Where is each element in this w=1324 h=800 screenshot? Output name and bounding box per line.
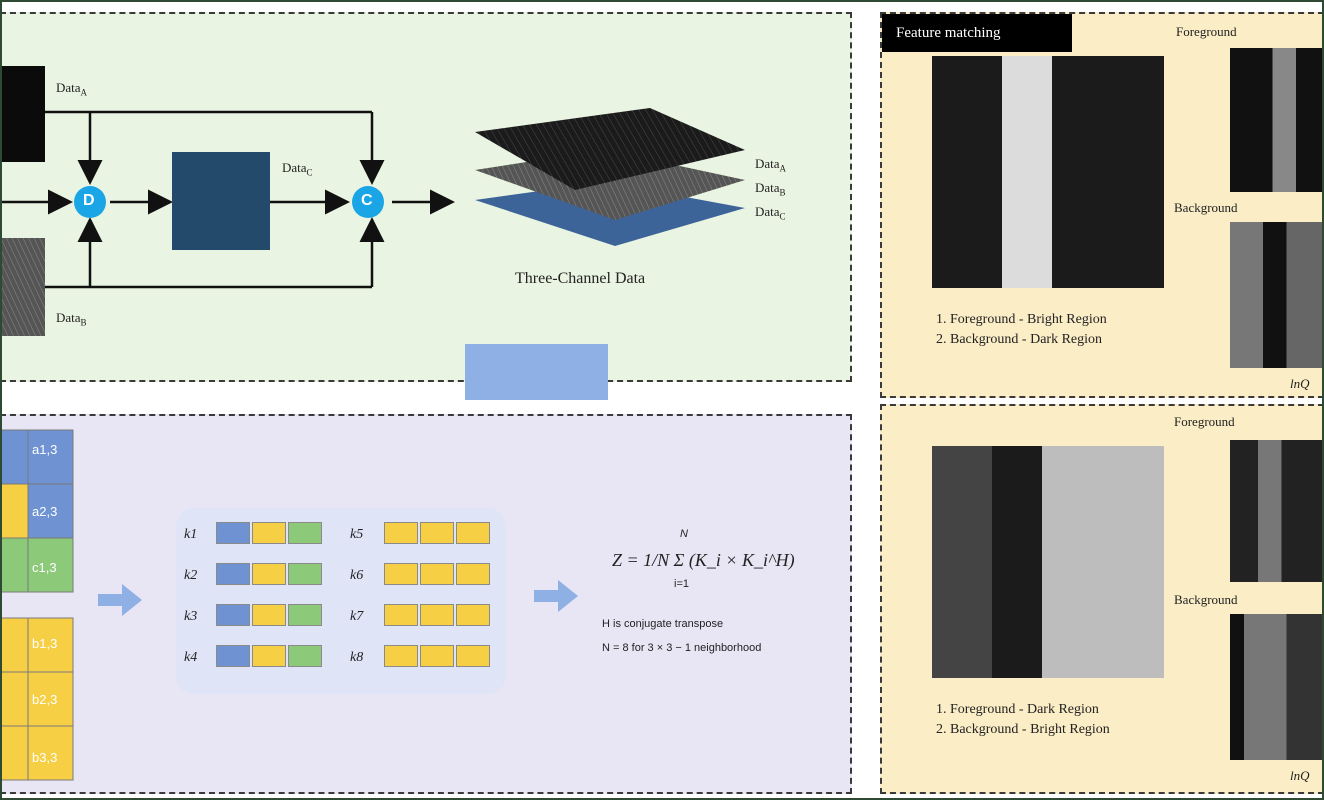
vector-cell: [252, 604, 286, 626]
vector-cell: [384, 563, 418, 585]
k-label-7: k7: [350, 609, 364, 624]
data-c-label: DataC: [282, 160, 313, 178]
sar-image-bright-fg: [932, 56, 1164, 288]
vector-cell: [216, 604, 250, 626]
layer-a: [475, 108, 745, 190]
vector-cell: [252, 563, 286, 585]
top-legend: 1. Foreground - Bright Region 2. Backgro…: [936, 310, 1107, 350]
formula-sum-lower: i=1: [674, 578, 689, 590]
concat-operator: [352, 186, 384, 218]
grid-label-a13: a1,3: [32, 442, 58, 457]
formula-sum-upper: N: [680, 528, 688, 540]
vector-cell: [456, 563, 490, 585]
bottom-legend: 1. Foreground - Dark Region 2. Backgroun…: [936, 700, 1110, 740]
vector-cell: [420, 563, 454, 585]
k-label-4: k4: [184, 650, 198, 665]
vector-cell: [420, 645, 454, 667]
top-legend-item-2: 2. Background - Dark Region: [936, 332, 1103, 347]
formula-note-2: N = 8 for 3 × 3 − 1 neighborhood: [602, 642, 762, 654]
grid-label-c13: c1,3: [32, 560, 57, 575]
k-label-3: k3: [184, 609, 198, 624]
vector-cell: [420, 522, 454, 544]
vector-cell: [288, 604, 322, 626]
foreground-label-top: Foreground: [1176, 24, 1237, 39]
concat-operator-label: C: [361, 192, 373, 209]
data-a-label: DataA: [56, 80, 88, 98]
background-label-top: Background: [1174, 200, 1238, 215]
data-c-block: [172, 152, 270, 250]
background-histogram-image-top: [1230, 222, 1324, 368]
covariance-diagram: [0, 429, 578, 781]
data-a-image: [0, 66, 45, 162]
covariance-formula: Z = 1/N Σ (K_i × K_i^H): [612, 550, 795, 570]
feature-matching-tab[interactable]: Feature matching: [882, 14, 1072, 52]
formula-note-1: H is conjugate transpose: [602, 618, 724, 630]
k-label-8: k8: [350, 650, 364, 665]
stack-caption: Three-Channel Data: [515, 270, 646, 287]
stack-label-b: DataB: [755, 180, 786, 198]
difference-operator-label: D: [83, 192, 95, 209]
k-label-6: k6: [350, 568, 364, 583]
grid-label-b23: b2,3: [32, 692, 58, 707]
vector-cell: [216, 645, 250, 667]
vector-cell: [252, 645, 286, 667]
vector-cell: [288, 522, 322, 544]
stack-label-c: DataC: [755, 204, 786, 222]
k-label-2: k2: [184, 568, 198, 583]
foreground-label-bottom: Foreground: [1174, 414, 1235, 429]
top-fusion-panel: [0, 12, 852, 382]
vector-cell: [456, 645, 490, 667]
vector-cell: [420, 604, 454, 626]
flow-right-arrow-1: [98, 584, 142, 616]
vector-cell: [384, 645, 418, 667]
stack-label-a: DataA: [755, 156, 787, 174]
vector-cell: [252, 522, 286, 544]
sar-image-dark-fg: [932, 446, 1164, 678]
k-label-1: k1: [184, 527, 198, 542]
fusion-diagram: [0, 66, 745, 400]
k-label-5: k5: [350, 527, 364, 542]
background-label-bottom: Background: [1174, 592, 1238, 607]
vector-cell: [456, 522, 490, 544]
grid-label-a23: a2,3: [32, 504, 58, 519]
bottom-legend-item-1: 1. Foreground - Dark Region: [936, 702, 1099, 717]
grid-label-b33: b3,3: [32, 750, 58, 765]
foreground-histogram-image-top: [1230, 48, 1324, 192]
data-b-label: DataB: [56, 310, 87, 328]
data-b-image: [0, 238, 45, 336]
vector-cell: [288, 563, 322, 585]
vector-cell: [216, 522, 250, 544]
vector-cell: [384, 604, 418, 626]
lnq-label-bottom: lnQ: [1290, 768, 1310, 783]
top-legend-item-1: 1. Foreground - Bright Region: [936, 312, 1107, 327]
bottom-legend-item-2: 2. Background - Bright Region: [936, 722, 1110, 737]
foreground-histogram-image-bottom: [1230, 440, 1324, 582]
vector-cell: [288, 645, 322, 667]
vector-cell: [456, 604, 490, 626]
background-histogram-image-bottom: [1230, 614, 1324, 760]
flow-down-arrow: [465, 344, 608, 400]
vector-cell: [216, 563, 250, 585]
difference-operator: [74, 186, 106, 218]
lnq-label-top: lnQ: [1290, 376, 1310, 391]
flow-right-arrow-2: [534, 580, 578, 612]
grid-label-b13: b1,3: [32, 636, 58, 651]
vector-cell: [384, 522, 418, 544]
